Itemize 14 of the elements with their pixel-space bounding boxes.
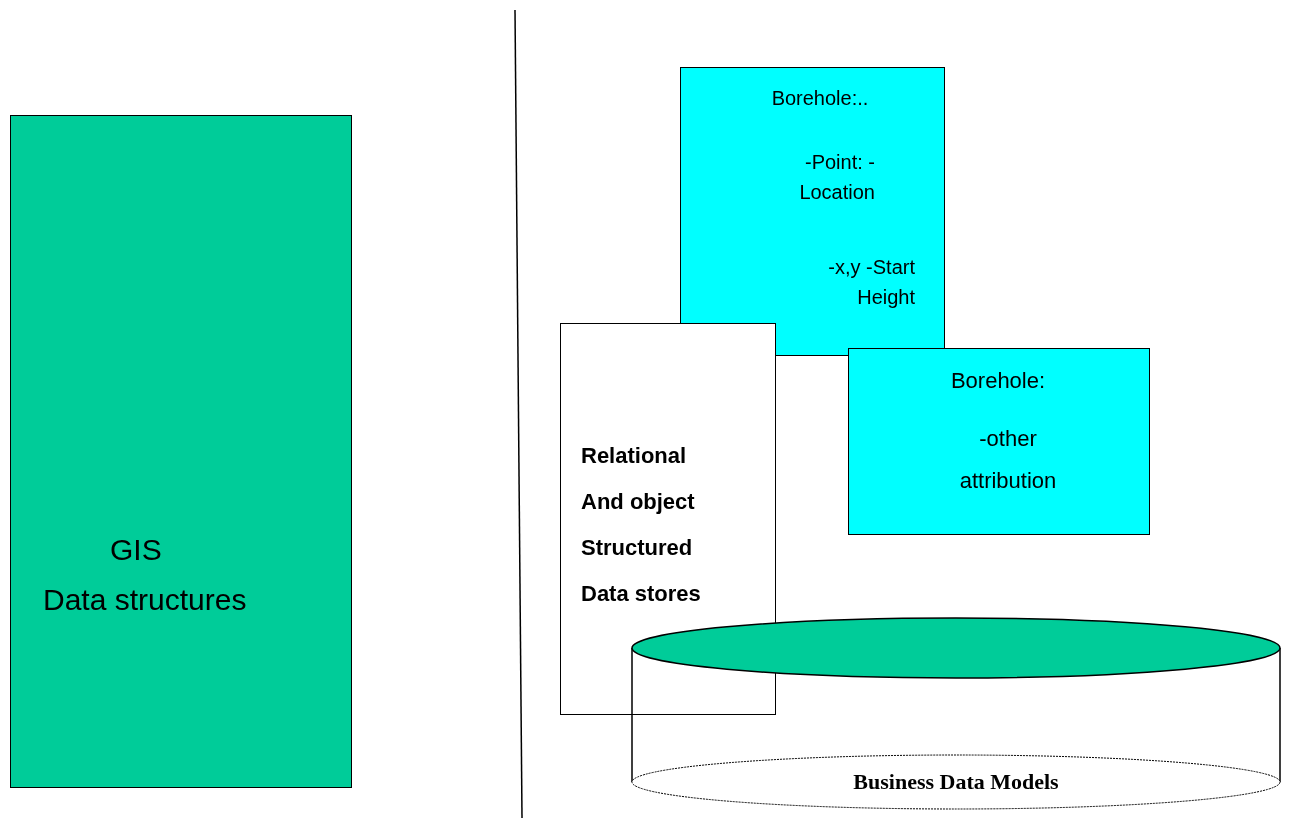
- node-text: Borehole:: [949, 367, 1047, 395]
- node-text: Borehole:..: [770, 86, 870, 111]
- node-text: -other attribution: [958, 425, 1058, 495]
- node-text: Relational And object Structured Data stores: [581, 442, 702, 608]
- database-cylinder: [630, 615, 1282, 812]
- node-text: -Point: -Location: [798, 150, 875, 205]
- node-text: GIS: [110, 532, 163, 568]
- node-text: -x,y -Start Height: [827, 255, 915, 310]
- process-box: [560, 323, 776, 715]
- process-box: [848, 348, 1150, 535]
- node-text: Data structures: [43, 582, 248, 618]
- process-box: [10, 115, 352, 788]
- node-text: Business Data Models: [852, 768, 1060, 796]
- process-box: [680, 67, 945, 356]
